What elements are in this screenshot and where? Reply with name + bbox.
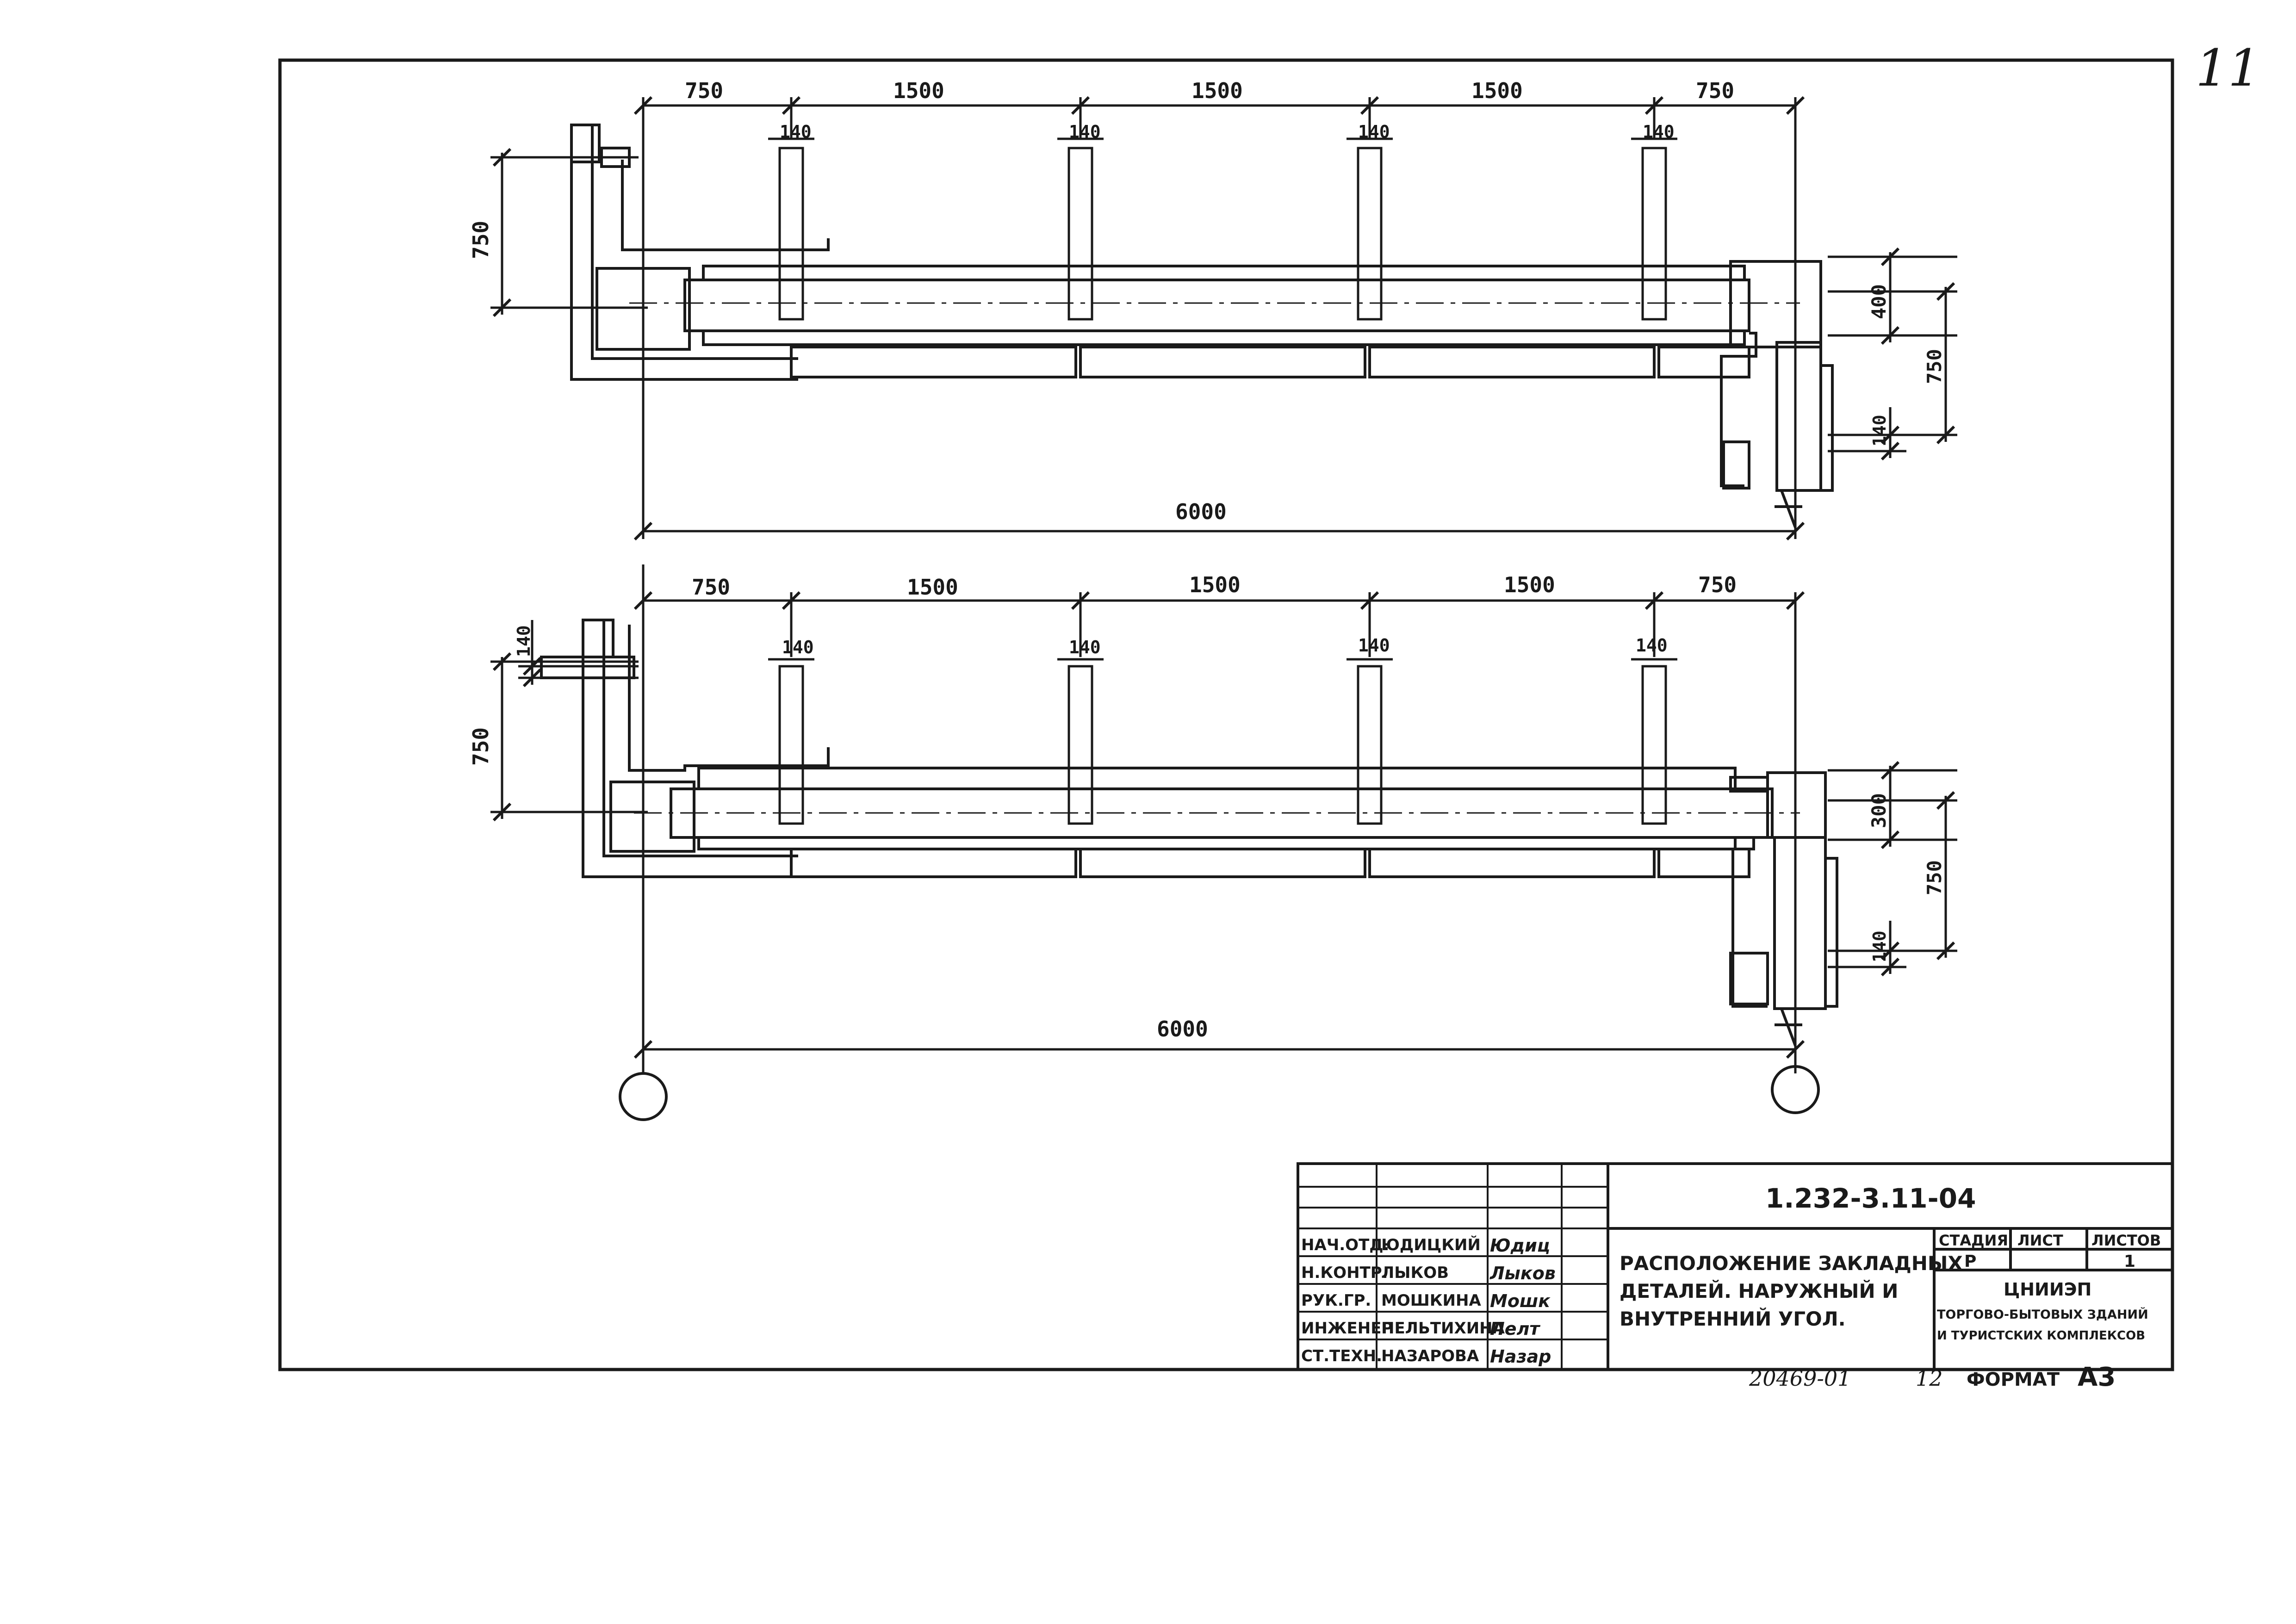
- wall-panel-top: [570, 124, 1834, 528]
- dim-right-1: 300: [1868, 793, 1890, 828]
- staff-name: НАЗАРОВА: [1381, 1347, 1479, 1365]
- drawing-title: РАСПОЛОЖЕНИЕ ЗАКЛАДНЫХ ДЕТАЛЕЙ. НАРУЖНЫЙ…: [1620, 1252, 1963, 1330]
- dim-bottom: 6000: [1157, 1017, 1208, 1041]
- sheets-header: ЛИСТОВ: [2091, 1232, 2161, 1249]
- dim-small-4: 140: [1643, 122, 1675, 142]
- staff-table: НАЧ.ОТД. ЮДИЦКИЙ Юдиц Н.КОНТР. ЛЫКОВ Лык…: [1301, 1235, 1556, 1367]
- embedded-details-top: [768, 137, 1677, 321]
- staff-name: ЮДИЦКИЙ: [1381, 1235, 1481, 1254]
- sheet-number: 11: [2196, 38, 2260, 98]
- org-line: ЦНИИЭП: [2004, 1279, 2091, 1300]
- dim-top-1: 750: [692, 575, 730, 600]
- stage-header: СТАДИЯ: [1939, 1232, 2008, 1249]
- dim-top-4: 1500: [1471, 78, 1523, 103]
- dim-left: 750: [468, 221, 493, 259]
- title-line: РАСПОЛОЖЕНИЕ ЗАКЛАДНЫХ: [1620, 1252, 1963, 1275]
- staff-signature: Лыков: [1489, 1263, 1556, 1283]
- dim-top-3: 1500: [1189, 572, 1241, 597]
- drawing-top: 750 1500 1500 1500 750 140 140 140 140 6…: [468, 78, 1957, 539]
- dim-right-1: 400: [1868, 284, 1890, 319]
- staff-role: ИНЖЕНЕР: [1301, 1319, 1393, 1338]
- dim-top-5: 750: [1698, 572, 1737, 597]
- staff-name: ЛЫКОВ: [1381, 1264, 1449, 1282]
- staff-signature: Мошк: [1490, 1291, 1551, 1311]
- dim-small-2: 140: [1069, 122, 1101, 142]
- drawing-bottom: 750 1500 1500 1500 750 140 140 140 140 6…: [468, 564, 1957, 1121]
- dimension-line-top: [642, 97, 1797, 539]
- dim-small-2: 140: [1069, 637, 1101, 657]
- embedded-details-bottom: [768, 658, 1677, 825]
- title-line: ДЕТАЛЕЙ. НАРУЖНЫЙ И: [1620, 1279, 1898, 1302]
- sheet-frame: [278, 58, 2174, 1371]
- staff-name: ПЕЛЬТИХИНА: [1381, 1319, 1505, 1338]
- staff-signature: Юдиц: [1490, 1235, 1550, 1256]
- format-value: А3: [2078, 1362, 2116, 1392]
- order-number: 20469-01: [1749, 1366, 1851, 1391]
- footer: 20469-01 12 ФОРМАТ А3: [1749, 1362, 2116, 1392]
- organization: ЦНИИЭП ТОРГОВО-БЫТОВЫХ ЗДАНИЙ И ТУРИСТСК…: [1937, 1279, 2148, 1343]
- dim-small-4: 140: [1636, 635, 1668, 656]
- dim-top-2: 1500: [907, 575, 958, 600]
- staff-signature: Пелт: [1490, 1319, 1540, 1339]
- dim-top-5: 750: [1696, 78, 1734, 103]
- org-line: И ТУРИСТСКИХ КОМПЛЕКСОВ: [1937, 1329, 2145, 1343]
- dim-left-small: 140: [514, 625, 534, 657]
- dim-right-3: 140: [1869, 930, 1890, 962]
- copy-number: 12: [1916, 1366, 1943, 1391]
- dim-small-3: 140: [1358, 122, 1390, 142]
- axis-marker-left: [619, 1072, 668, 1121]
- dim-top-4: 1500: [1504, 572, 1555, 597]
- dim-small-1: 140: [782, 637, 814, 657]
- staff-role: Н.КОНТР.: [1301, 1264, 1388, 1282]
- staff-role: НАЧ.ОТД.: [1301, 1236, 1389, 1254]
- title-block: 1.232-3.11-04 НАЧ.ОТД. ЮДИЦКИЙ Юдиц Н.КО…: [1297, 1162, 2174, 1371]
- dim-small-1: 140: [780, 122, 812, 142]
- staff-signature: Назар: [1490, 1346, 1551, 1367]
- dim-right-2: 750: [1923, 349, 1946, 384]
- stage-value: Р: [1964, 1252, 1976, 1271]
- dim-top-2: 1500: [893, 78, 944, 103]
- sheets-value: 1: [2124, 1252, 2135, 1271]
- dim-right-3: 140: [1869, 415, 1890, 446]
- title-line: ВНУТРЕННИЙ УГОЛ.: [1620, 1307, 1846, 1330]
- axis-marker-right: [1771, 1065, 1820, 1114]
- dim-right-2: 750: [1923, 860, 1946, 895]
- document-code: 1.232-3.11-04: [1765, 1183, 1976, 1214]
- dim-bottom: 6000: [1175, 499, 1227, 524]
- dim-top-1: 750: [685, 78, 723, 103]
- org-line: ТОРГОВО-БЫТОВЫХ ЗДАНИЙ: [1937, 1307, 2148, 1322]
- sheet-header: ЛИСТ: [2017, 1232, 2063, 1249]
- dim-top-3: 1500: [1191, 78, 1243, 103]
- staff-name: МОШКИНА: [1381, 1291, 1481, 1310]
- dim-small-3: 140: [1358, 635, 1390, 656]
- staff-role: РУК.ГР.: [1301, 1291, 1371, 1310]
- dim-left: 750: [468, 727, 493, 766]
- staff-role: СТ.ТЕХН.: [1301, 1347, 1382, 1365]
- format-label: ФОРМАТ: [1967, 1369, 2060, 1390]
